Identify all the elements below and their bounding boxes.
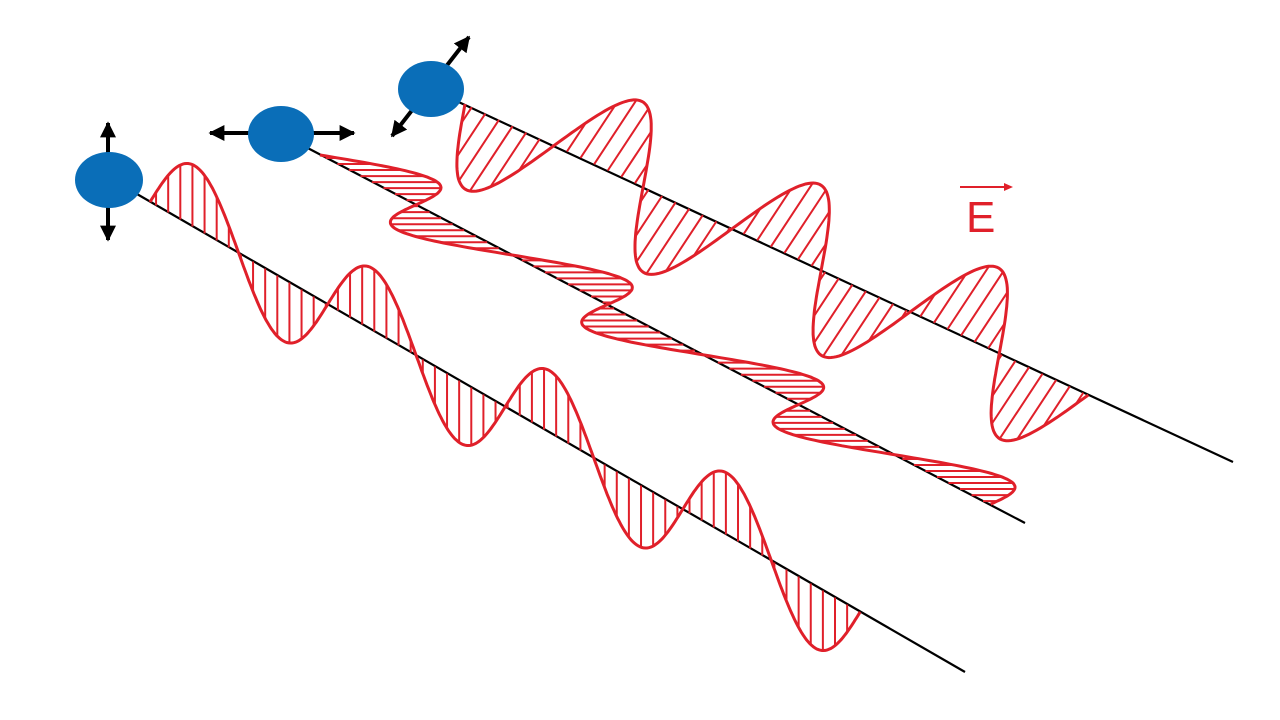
hatch-line (933, 274, 967, 324)
hatch-line (990, 366, 1030, 425)
horizontal-polarization-wave (319, 153, 1017, 506)
propagation-axis-1 (129, 189, 966, 673)
light-source-1 (75, 152, 143, 208)
hatch-line (783, 189, 827, 254)
hatch-line (1016, 379, 1058, 440)
hatch-line (813, 284, 854, 344)
hatch-line (692, 220, 718, 257)
hatch-line (756, 189, 792, 241)
hatch-line (456, 112, 487, 157)
hatch-line (822, 290, 867, 357)
hatch-line (867, 303, 894, 342)
hatch-line (998, 373, 1044, 440)
hatch-line (489, 132, 527, 188)
hatch-line (960, 271, 1004, 337)
hatch-line (946, 265, 990, 330)
wave-curve (148, 162, 862, 652)
hatch-line (991, 360, 1017, 397)
propagation-axis-3 (449, 97, 1234, 463)
hatch-line (973, 291, 1009, 343)
hatch-line (635, 201, 677, 263)
wave-curve (319, 153, 1017, 506)
hatch-line (458, 119, 500, 182)
hatch-line (840, 296, 881, 356)
hatch-line (579, 105, 616, 159)
e-vector-arrowhead-icon (1004, 183, 1013, 191)
hatch-line (1042, 385, 1071, 427)
light-source-2 (248, 106, 314, 162)
hatch-line (987, 322, 1006, 349)
hatch-line (769, 182, 814, 248)
hatch-line (469, 125, 514, 192)
hatch-line (645, 208, 691, 275)
hatch-line (606, 108, 650, 172)
light-source-3 (398, 61, 464, 117)
hatch-line (665, 214, 704, 272)
hatch-line (593, 99, 638, 165)
hatch-line (634, 195, 663, 237)
hatch-line (518, 138, 541, 171)
hatch-line (620, 131, 652, 178)
hatch-line (742, 207, 762, 235)
hatch-line (813, 277, 840, 317)
hatch-line (797, 211, 831, 261)
vertical-polarization-wave (148, 162, 862, 652)
hatch-line (919, 293, 936, 318)
electric-field-label: E (966, 193, 996, 242)
hatch-line (810, 243, 827, 267)
wave-curve (455, 98, 1090, 443)
diagonal-polarization-wave (455, 98, 1090, 443)
hatch-line (566, 122, 587, 153)
